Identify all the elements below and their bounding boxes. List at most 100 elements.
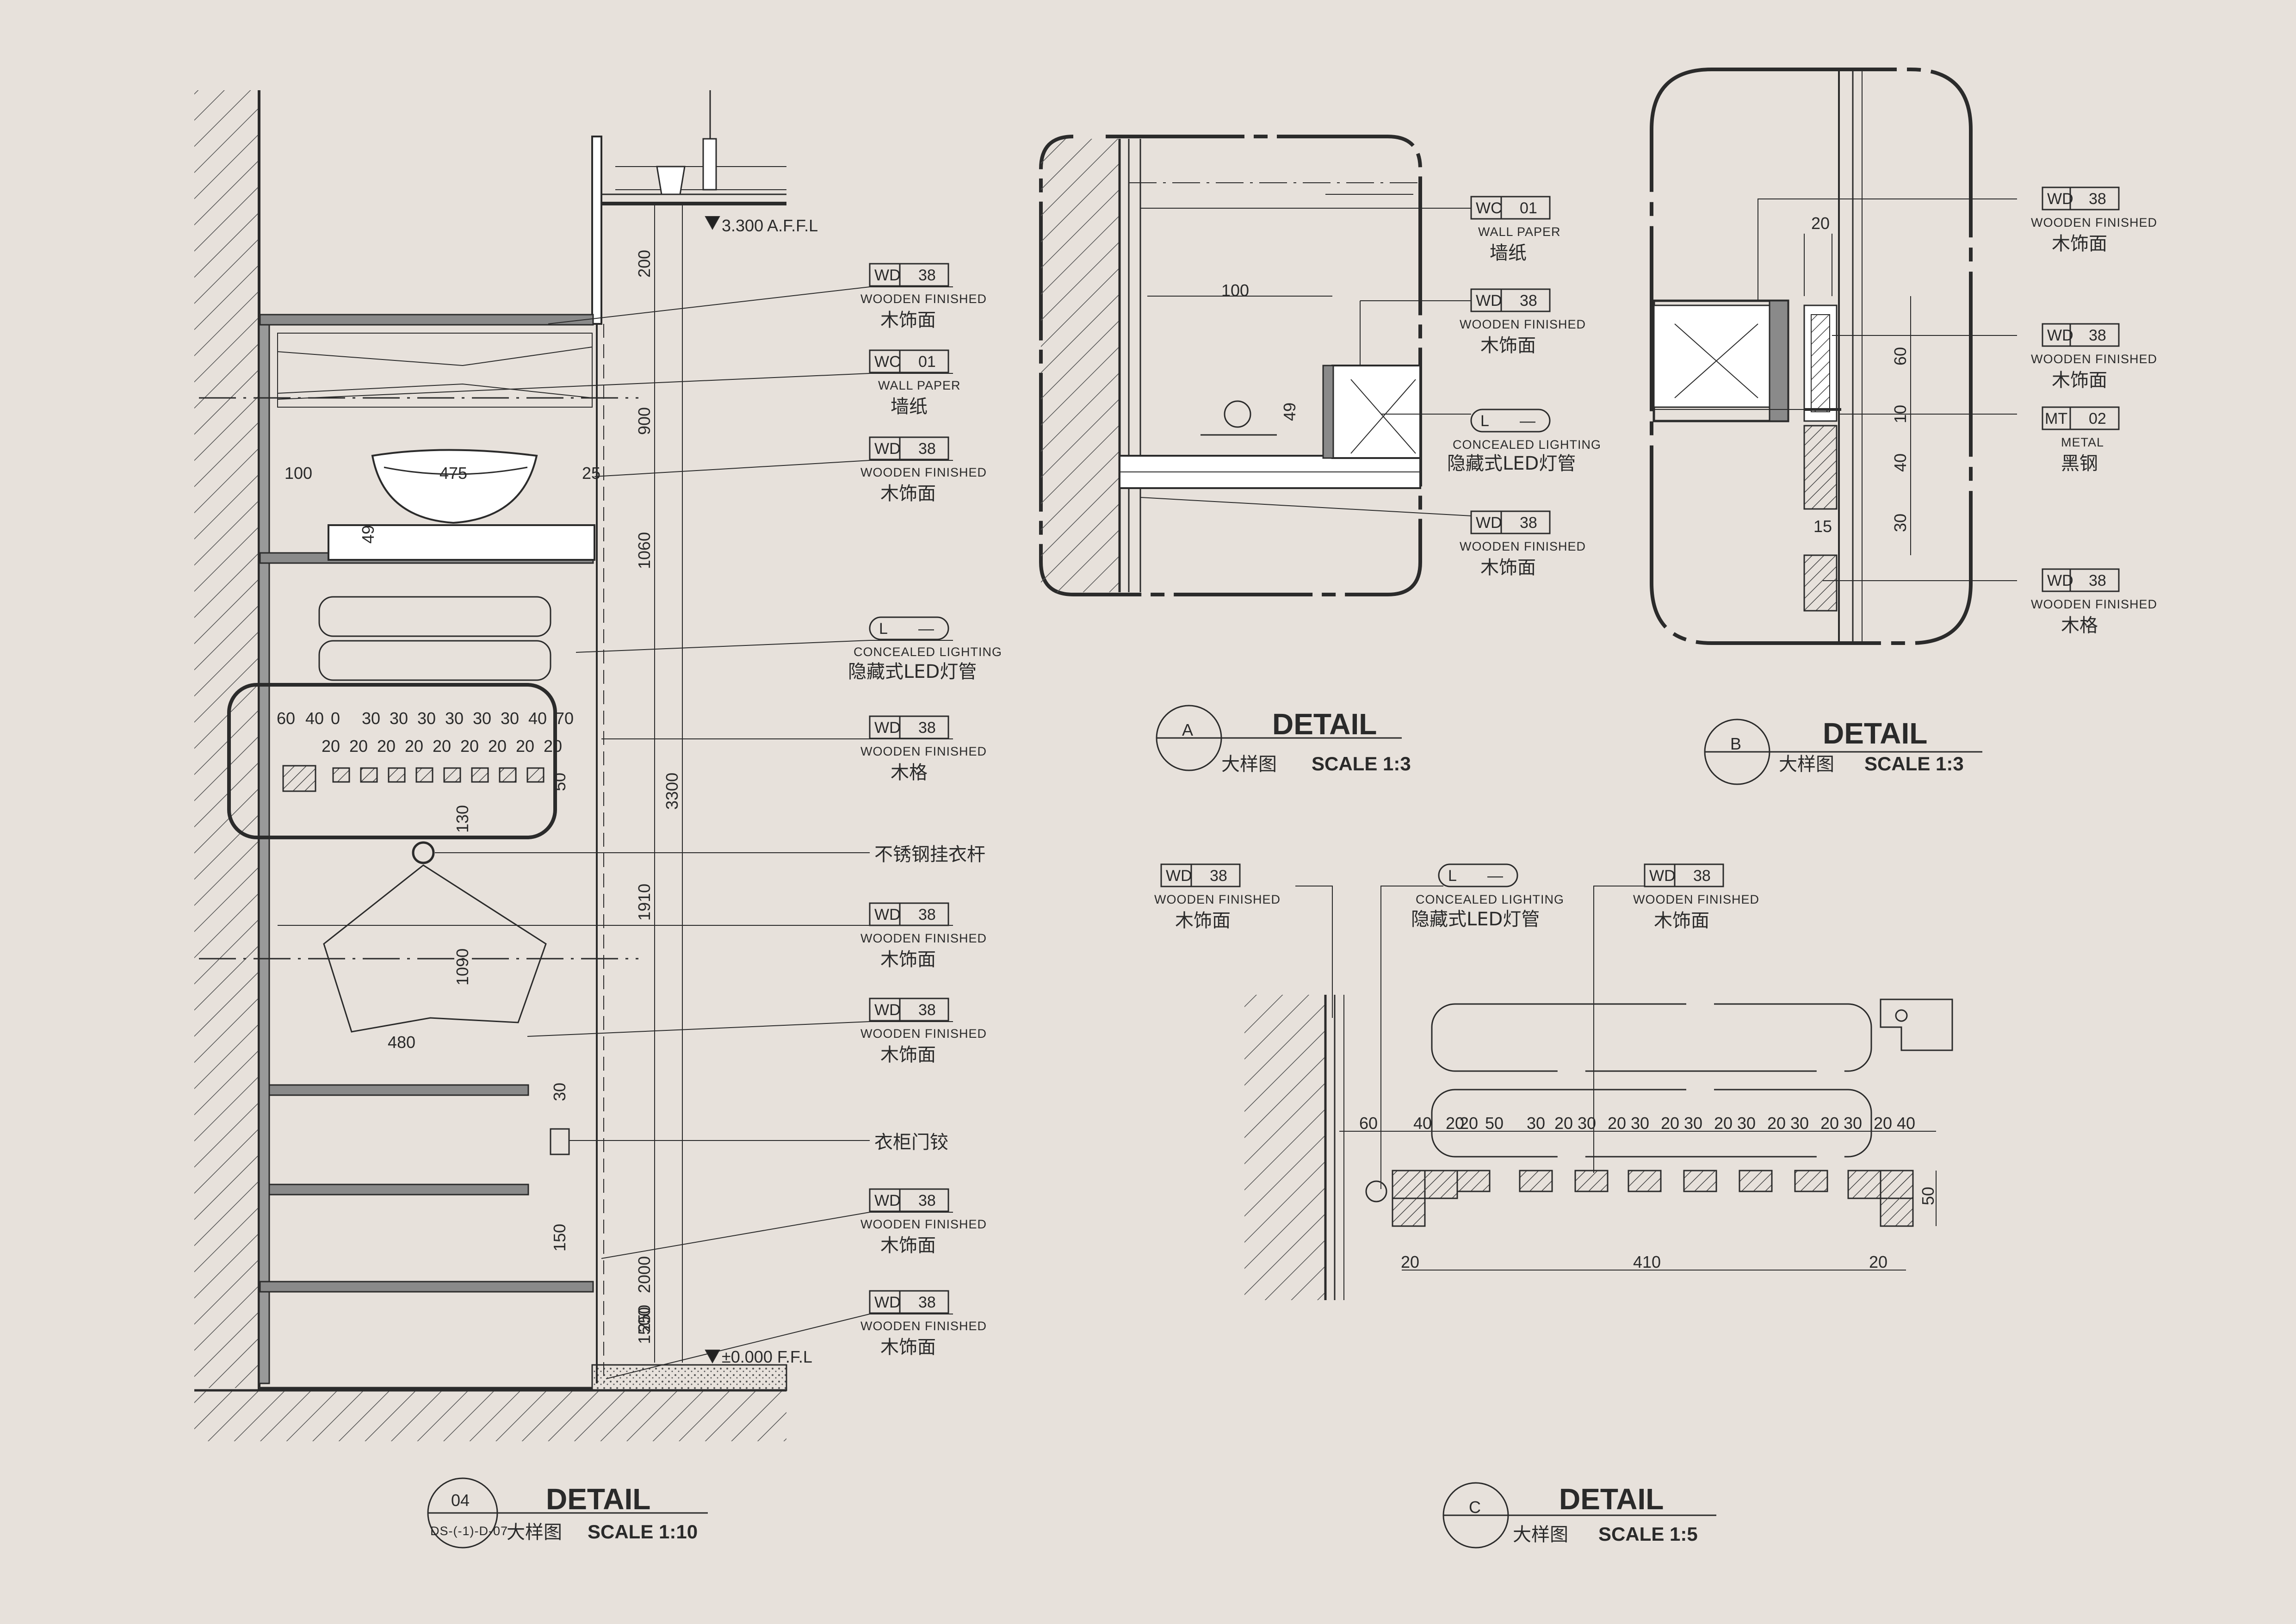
svg-text:WD: WD [874,1001,901,1019]
dim-30: 30 [550,1083,569,1101]
svg-text:60: 60 [1891,347,1910,366]
dim-2000: 2000 [635,1256,654,1293]
svg-text:WOODEN FINISHED: WOODEN FINISHED [2031,597,2157,611]
svg-text:30: 30 [501,709,519,728]
svg-text:CONCEALED LIGHTING: CONCEALED LIGHTING [1416,893,1564,906]
svg-text:WD: WD [874,267,901,284]
svg-text:30: 30 [1631,1114,1649,1133]
svg-text:38: 38 [1520,514,1537,532]
svg-text:木格: 木格 [2061,615,2098,636]
svg-text:DS-(-1)-D-07: DS-(-1)-D-07 [430,1524,508,1538]
svg-text:20: 20 [488,737,507,756]
svg-text:WD: WD [1649,867,1676,885]
svg-text:WOODEN FINISHED: WOODEN FINISHED [860,1027,987,1041]
svg-text:01: 01 [918,353,936,371]
svg-text:大样图: 大样图 [507,1522,562,1543]
svg-text:30: 30 [1844,1114,1862,1133]
svg-text:WD: WD [874,440,901,458]
svg-text:DETAIL: DETAIL [1272,707,1377,741]
svg-text:隐藏式LED灯管: 隐藏式LED灯管 [1411,909,1540,930]
svg-text:大样图: 大样图 [1513,1524,1568,1545]
svg-text:38: 38 [2089,190,2106,208]
svg-text:WD: WD [874,1294,901,1311]
dim-49: 49 [359,525,378,544]
svg-text:木饰面: 木饰面 [880,1337,936,1358]
svg-text:WOODEN FINISHED: WOODEN FINISHED [1460,317,1586,331]
svg-text:SCALE 1:5: SCALE 1:5 [1598,1523,1698,1545]
svg-text:CONCEALED LIGHTING: CONCEALED LIGHTING [854,645,1002,659]
dim-100: 100 [285,464,312,483]
svg-text:20: 20 [1714,1114,1733,1133]
svg-text:墙纸: 墙纸 [891,396,928,417]
svg-text:木饰面: 木饰面 [880,483,936,504]
svg-text:60: 60 [1359,1114,1378,1133]
c-tag-light: L— CONCEALED LIGHTING 隐藏式LED灯管 [1411,867,1564,930]
level-top: 3.300 A.F.F.L [722,216,818,235]
svg-text:20: 20 [1401,1252,1419,1271]
svg-text:WOODEN FINISHED: WOODEN FINISHED [860,744,987,758]
svg-text:—: — [1520,412,1535,430]
svg-text:WD: WD [874,719,901,737]
svg-text:20: 20 [1446,1114,1464,1133]
svg-text:04: 04 [451,1491,470,1510]
svg-text:38: 38 [1210,867,1227,885]
svg-text:WOODEN FINISHED: WOODEN FINISHED [2031,352,2157,366]
svg-text:WALL PAPER: WALL PAPER [1478,225,1561,239]
title-b: B DETAIL 大样图 SCALE 1:3 [1704,717,1982,785]
svg-text:38: 38 [918,267,936,284]
svg-text:木饰面: 木饰面 [1480,335,1536,356]
main-texts: 3.300 A.F.F.L ±0.000 F.F.L 200 900 1060 … [277,216,1002,1366]
svg-text:40: 40 [1413,1114,1432,1133]
svg-text:20: 20 [405,737,423,756]
svg-text:木饰面: 木饰面 [1175,910,1231,931]
title-a: A DETAIL 大样图 SCALE 1:3 [1156,705,1411,775]
svg-text:WOODEN FINISHED: WOODEN FINISHED [860,1217,987,1231]
svg-text:38: 38 [918,1192,936,1209]
main-grid-top-dims: 60 40 0 30 30 30 30 30 30 40 70 [277,709,574,728]
svg-text:SCALE 1:3: SCALE 1:3 [1864,753,1964,775]
svg-text:38: 38 [918,719,936,737]
svg-text:40: 40 [1891,453,1910,472]
tag-wd38-grid: WD 38 WOODEN FINISHED 木格 [860,719,987,783]
svg-text:WOODEN FINISHED: WOODEN FINISHED [860,931,987,945]
title-main: 04 DS-(-1)-D-07 DETAIL 大样图 SCALE 1:10 [427,1477,708,1549]
svg-text:20: 20 [1460,1114,1478,1133]
svg-text:40: 40 [528,709,547,728]
svg-text:38: 38 [918,1294,936,1311]
svg-text:50: 50 [1918,1187,1937,1205]
note-rail: 不锈钢挂衣杆 [874,844,985,865]
svg-text:38: 38 [2089,572,2106,589]
dim-130: 130 [453,805,472,833]
svg-text:木饰面: 木饰面 [880,1044,936,1066]
svg-text:60: 60 [277,709,295,728]
svg-text:SCALE 1:10: SCALE 1:10 [588,1521,698,1543]
svg-text:木格: 木格 [891,762,928,783]
a-tag-light: L— CONCEALED LIGHTING 隐藏式LED灯管 [1447,412,1601,474]
svg-text:49: 49 [1280,403,1299,421]
svg-text:38: 38 [2089,327,2106,344]
svg-text:40: 40 [305,709,324,728]
svg-text:L: L [1448,867,1457,885]
svg-text:木饰面: 木饰面 [880,310,936,331]
detail-b [1650,68,2120,645]
dim-1910: 1910 [635,884,654,921]
svg-text:WOODEN FINISHED: WOODEN FINISHED [2031,216,2157,229]
main-section [194,90,953,1441]
svg-text:30: 30 [362,709,380,728]
svg-text:38: 38 [918,906,936,924]
svg-text:WC: WC [1476,199,1502,217]
svg-text:木饰面: 木饰面 [880,1235,936,1256]
title-c: C DETAIL 大样图 SCALE 1:5 [1442,1482,1716,1549]
svg-text:20: 20 [433,737,451,756]
svg-text:50: 50 [1485,1114,1504,1133]
svg-text:木饰面: 木饰面 [1654,910,1709,931]
svg-text:DETAIL: DETAIL [546,1482,650,1516]
svg-text:大样图: 大样图 [1779,754,1834,775]
svg-text:30: 30 [1891,514,1910,532]
